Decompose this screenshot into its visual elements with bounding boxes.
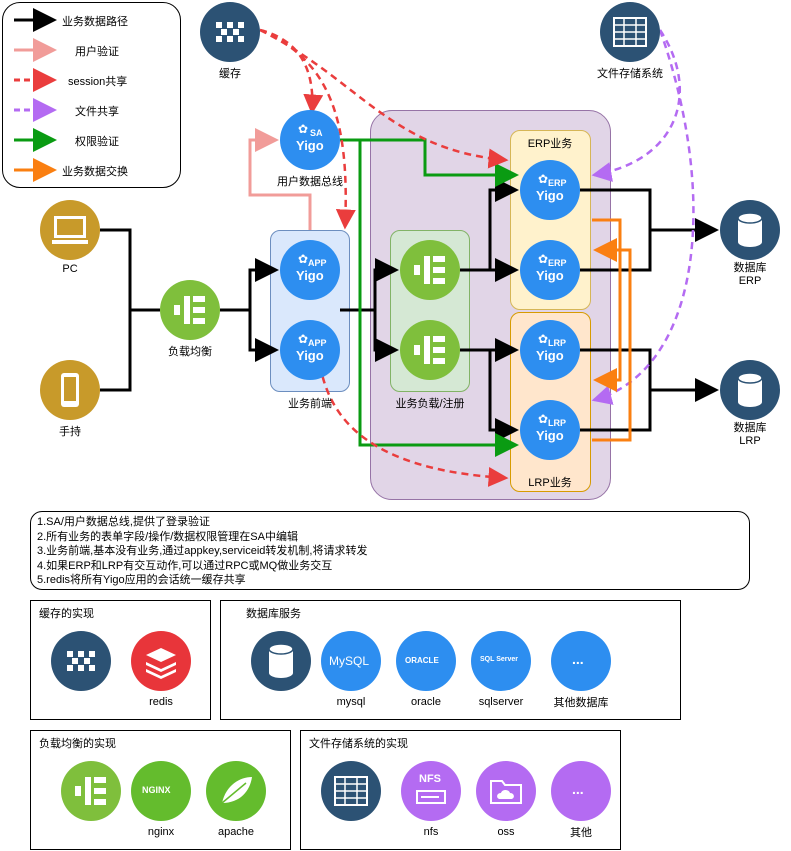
oracle-label: oracle bbox=[411, 696, 441, 708]
apache-label: apache bbox=[217, 826, 255, 838]
pc-label: PC bbox=[62, 263, 78, 275]
legend-session: session共享 bbox=[68, 76, 128, 88]
lrp-yigo-icon-1: LRP Yigo ✿ bbox=[520, 320, 580, 380]
redis-icon bbox=[131, 631, 191, 691]
db-erp-icon bbox=[720, 200, 780, 260]
legend-file-share: 文件共享 bbox=[75, 106, 119, 118]
frontend-label: 业务前端 bbox=[288, 398, 332, 410]
erp-yigo-icon-1: ERP Yigo ✿ bbox=[520, 160, 580, 220]
nginx-label: nginx bbox=[147, 826, 175, 838]
sqlserver-icon: SQL Server bbox=[471, 631, 531, 691]
other-db-label: 其他数据库 bbox=[553, 697, 609, 709]
db-erp-label: 数据库 ERP bbox=[733, 262, 767, 287]
note-5: 5.redis将所有Yigo应用的会话统一缓存共享 bbox=[37, 574, 246, 586]
fs-impl-icon bbox=[321, 761, 381, 821]
sa-label: 用户数据总线 bbox=[277, 176, 343, 188]
notes-box: 1.SA/用户数据总线,提供了登录验证 2.所有业务的表单字段/操作/数据权限管… bbox=[30, 511, 750, 590]
nfs-label: nfs bbox=[423, 826, 439, 838]
oss-label: oss bbox=[497, 826, 515, 838]
biz-lb-icon-1 bbox=[400, 240, 460, 300]
legend-permission: 权限验证 bbox=[75, 136, 119, 148]
other-db-icon: ... bbox=[551, 631, 611, 691]
redis-label: redis bbox=[149, 696, 173, 708]
fs-impl-panel: 文件存储系统的实现 NFS nfs oss ... 其他 bbox=[300, 730, 621, 850]
oracle-icon: ORACLE bbox=[396, 631, 456, 691]
mysql-icon: MySQL bbox=[321, 631, 381, 691]
mobile-icon bbox=[40, 360, 100, 420]
db-service-title: 数据库服务 bbox=[246, 608, 301, 620]
lb-impl-title: 负载均衡的实现 bbox=[39, 738, 116, 750]
nginx-icon: NGINX bbox=[131, 761, 191, 821]
sa-yigo-icon: SA Yigo ✿ bbox=[280, 110, 340, 170]
app-yigo-icon-2: APP Yigo ✿ bbox=[280, 320, 340, 380]
cache-icon bbox=[200, 2, 260, 62]
lrp-yigo-icon-2: LRP Yigo ✿ bbox=[520, 400, 580, 460]
legend-user-auth: 用户验证 bbox=[75, 46, 119, 58]
note-1: 1.SA/用户数据总线,提供了登录验证 bbox=[37, 516, 210, 528]
cache-impl-icon bbox=[51, 631, 111, 691]
other-fs-label: 其他 bbox=[570, 827, 592, 839]
load-balancer-icon bbox=[160, 280, 220, 340]
biz-lb-label: 业务负载/注册 bbox=[395, 398, 465, 410]
lrp-group-label: LRP业务 bbox=[528, 477, 572, 489]
nfs-icon: NFS bbox=[401, 761, 461, 821]
db-generic-icon bbox=[251, 631, 311, 691]
cache-label: 缓存 bbox=[219, 68, 241, 80]
mysql-label: mysql bbox=[336, 696, 366, 708]
sqlserver-label: sqlserver bbox=[478, 696, 524, 708]
fs-impl-title: 文件存储系统的实现 bbox=[309, 738, 408, 750]
cache-impl-panel: 缓存的实现 redis bbox=[30, 600, 211, 720]
erp-group-label: ERP业务 bbox=[527, 138, 573, 150]
lb-impl-panel: 负载均衡的实现 NGINX nginx apache bbox=[30, 730, 291, 850]
db-lrp-icon bbox=[720, 360, 780, 420]
file-storage-label: 文件存储系统 bbox=[597, 68, 663, 80]
app-yigo-icon-1: APP Yigo ✿ bbox=[280, 240, 340, 300]
load-balancer-label: 负载均衡 bbox=[168, 346, 212, 358]
note-2: 2.所有业务的表单字段/操作/数据权限管理在SA中编辑 bbox=[37, 530, 298, 543]
note-4: 4.如果ERP和LRP有交互动作,可以通过RPC或MQ做业务交互 bbox=[37, 559, 333, 572]
erp-yigo-icon-2: ERP Yigo ✿ bbox=[520, 240, 580, 300]
note-3: 3.业务前端,基本没有业务,通过appkey,serviceid转发机制,将请求… bbox=[37, 545, 368, 557]
pc-icon bbox=[40, 200, 100, 260]
db-service-panel: 数据库服务 MySQL mysql ORACLE oracle SQL Serv… bbox=[220, 600, 681, 720]
lb-impl-icon bbox=[61, 761, 121, 821]
legend-data-path: 业务数据路径 bbox=[62, 16, 128, 28]
file-storage-icon bbox=[600, 2, 660, 62]
db-lrp-label: 数据库 LRP bbox=[733, 422, 767, 447]
mobile-label: 手持 bbox=[59, 426, 81, 438]
legend bbox=[2, 2, 181, 188]
other-fs-icon: ... bbox=[551, 761, 611, 821]
cache-impl-title: 缓存的实现 bbox=[39, 608, 94, 620]
apache-icon bbox=[206, 761, 266, 821]
biz-lb-icon-2 bbox=[400, 320, 460, 380]
oss-icon bbox=[476, 761, 536, 821]
legend-exchange: 业务数据交换 bbox=[62, 166, 128, 178]
